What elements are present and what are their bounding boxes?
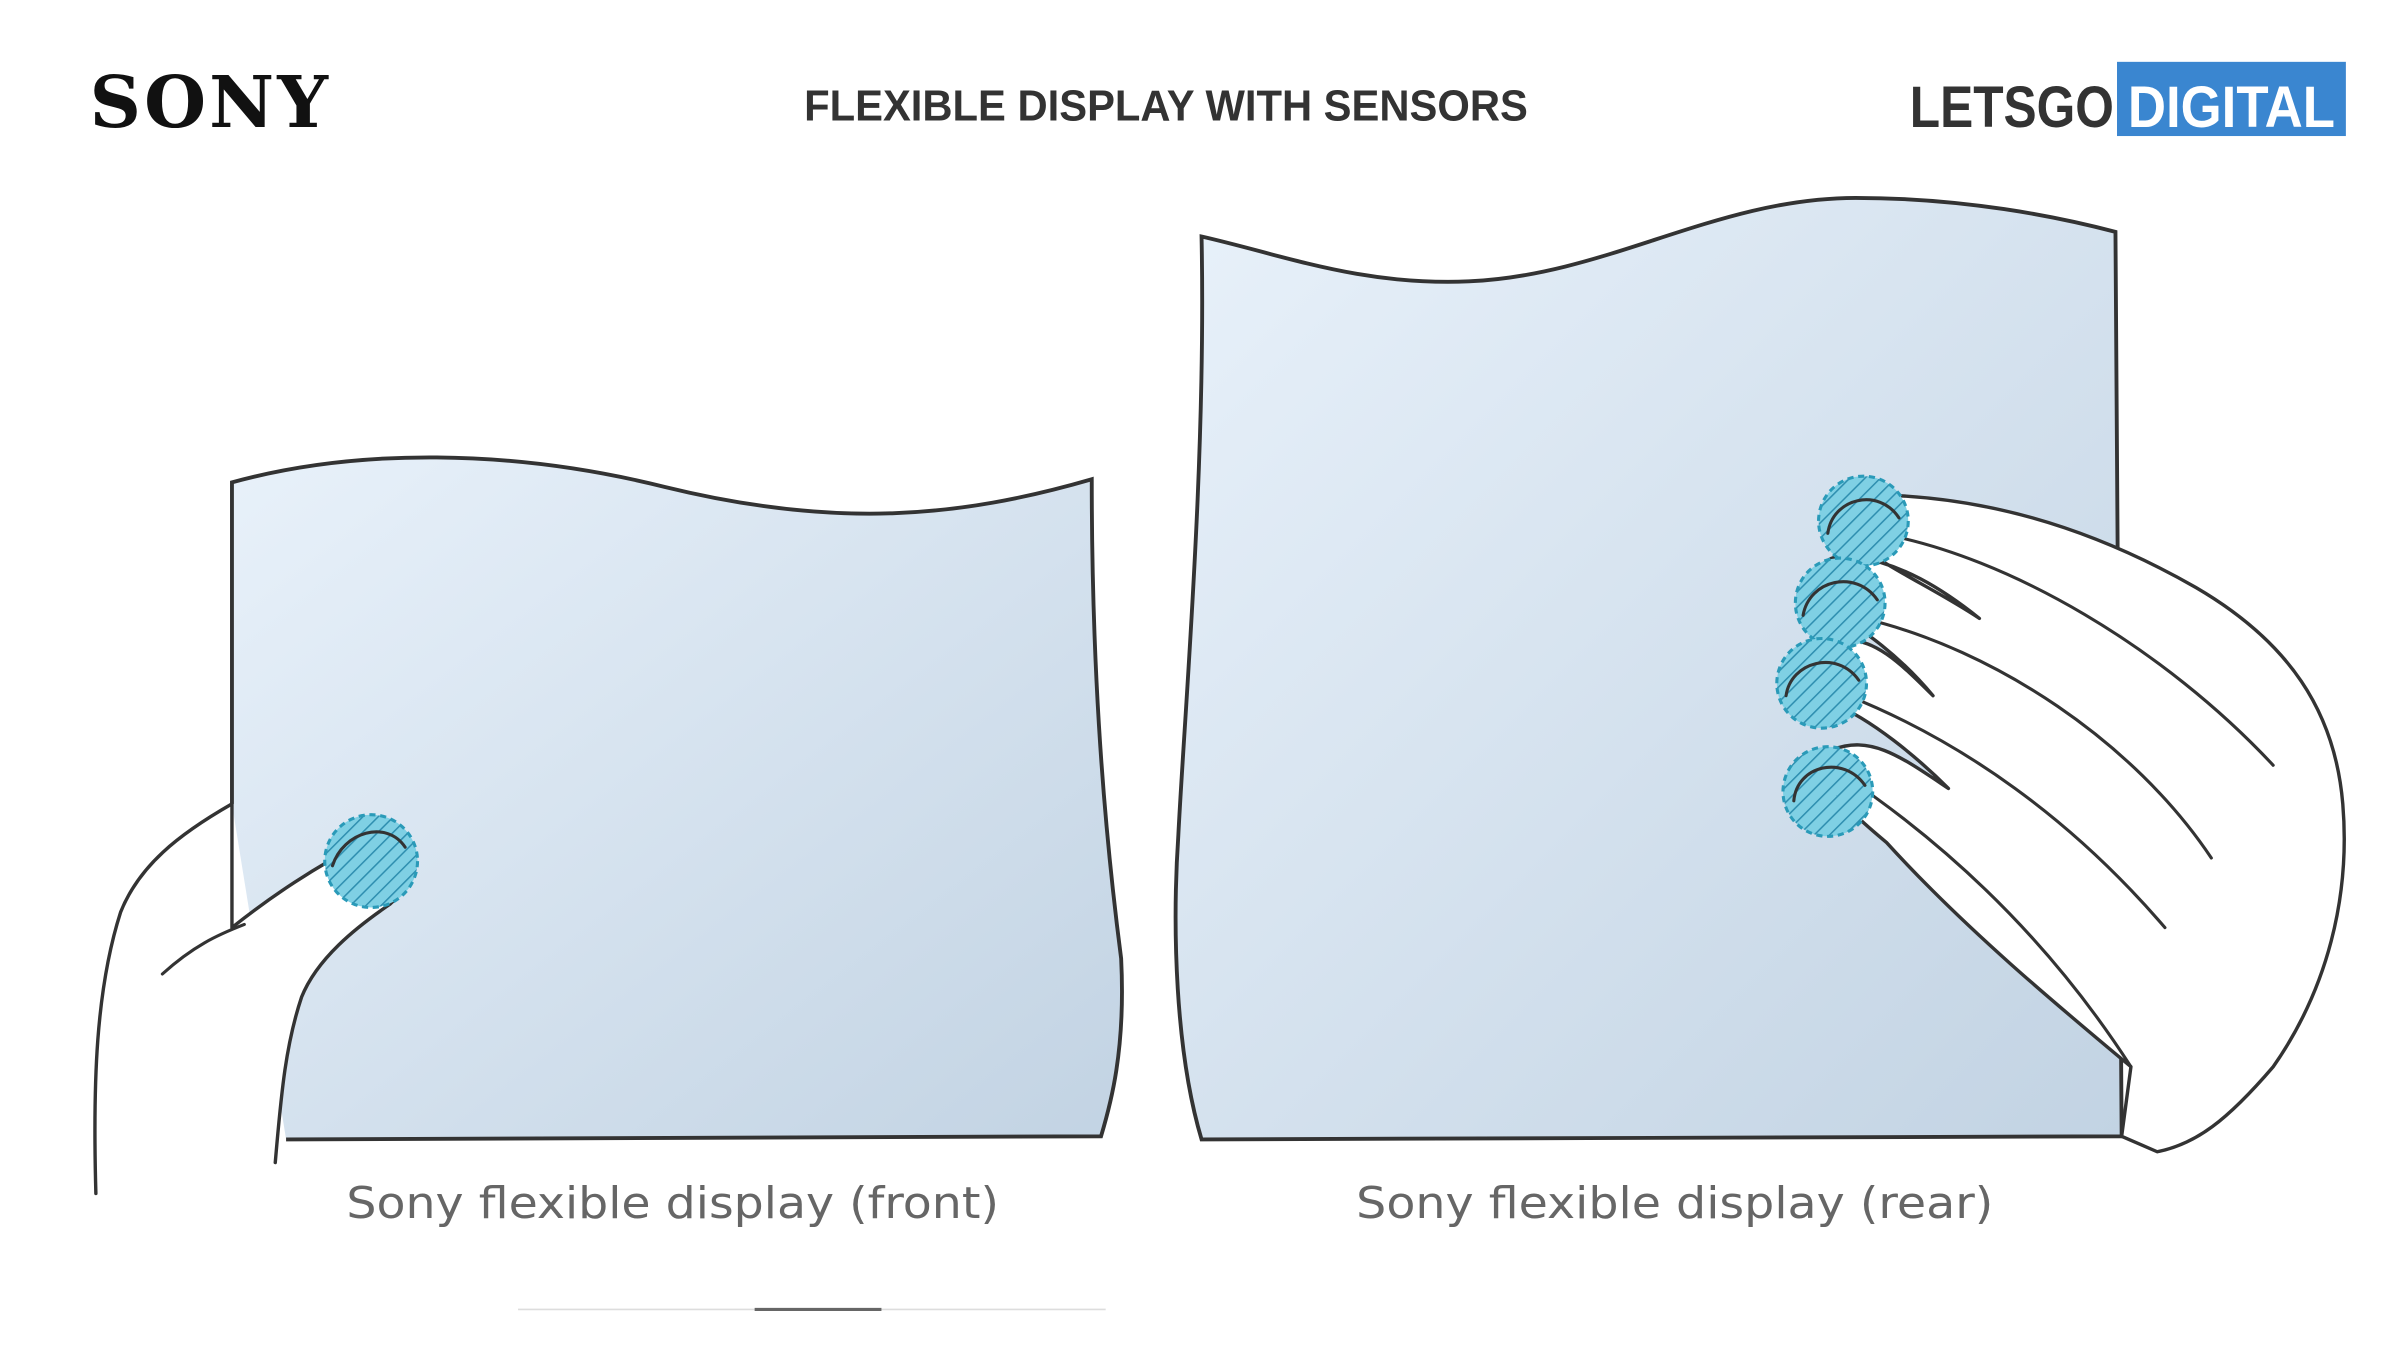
front-caption: Sony flexible display (front)	[346, 1179, 999, 1229]
sensor-touch-point	[1775, 636, 1869, 730]
front-display-panel	[231, 457, 1122, 1140]
logo-letsgo: LETSGO	[1910, 75, 2114, 140]
rear-caption: Sony flexible display (rear)	[1356, 1179, 1993, 1229]
page-title: FLEXIBLE DISPLAY WITH SENSORS	[804, 83, 1528, 131]
rear-display-panel	[1175, 197, 2122, 1140]
logo-digital: DIGITAL	[2128, 75, 2335, 140]
rear-display-figure	[1173, 195, 2346, 1154]
front-display-figure	[93, 455, 1124, 1196]
sensor-touch-point	[323, 813, 420, 910]
letsgodigital-logo: LETSGO DIGITAL	[1910, 61, 2346, 140]
logo-digital-box	[2117, 61, 2346, 137]
sony-logo: SONY	[90, 60, 331, 144]
sensor-touch-point	[1781, 745, 1875, 838]
